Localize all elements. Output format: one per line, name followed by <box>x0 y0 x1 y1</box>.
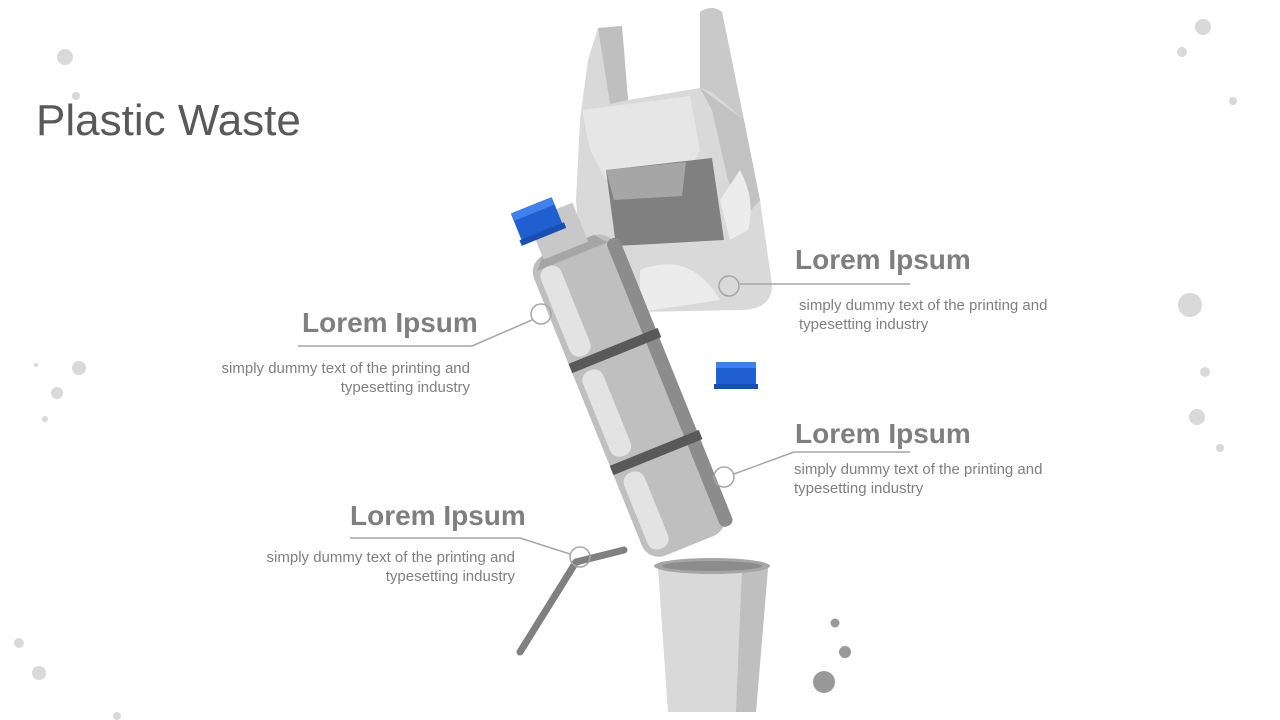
bottle-cap-icon <box>510 197 567 246</box>
plastic-bottle-icon <box>527 202 733 557</box>
straw-icon <box>516 546 628 656</box>
callout-heading-straw: Lorem Ipsum <box>350 500 526 531</box>
decorative-dots-dark <box>813 618 851 693</box>
plastic-cup-icon <box>654 558 770 712</box>
callout-text-straw: simply dummy text of the printing and ty… <box>266 549 515 585</box>
callout-text-bottle-bottom: simply dummy text of the printing and ty… <box>794 461 1043 497</box>
callout-heading-bottle: Lorem Ipsum <box>302 307 478 338</box>
plastic-bag-icon <box>576 8 772 312</box>
loose-cap-icon <box>714 362 758 389</box>
decorative-dots <box>14 19 1237 720</box>
page-title: Plastic Waste <box>36 96 301 145</box>
connector-2 <box>718 275 910 297</box>
connector-3 <box>713 451 910 488</box>
connector-1 <box>298 303 552 347</box>
callout-heading-bottle-bottom: Lorem Ipsum <box>795 418 971 449</box>
connector-4 <box>350 537 591 568</box>
callout-heading-bag: Lorem Ipsum <box>795 244 971 275</box>
callout-text-bag: simply dummy text of the printing and ty… <box>799 297 1048 333</box>
callout-text-bottle: simply dummy text of the printing and ty… <box>221 360 470 396</box>
